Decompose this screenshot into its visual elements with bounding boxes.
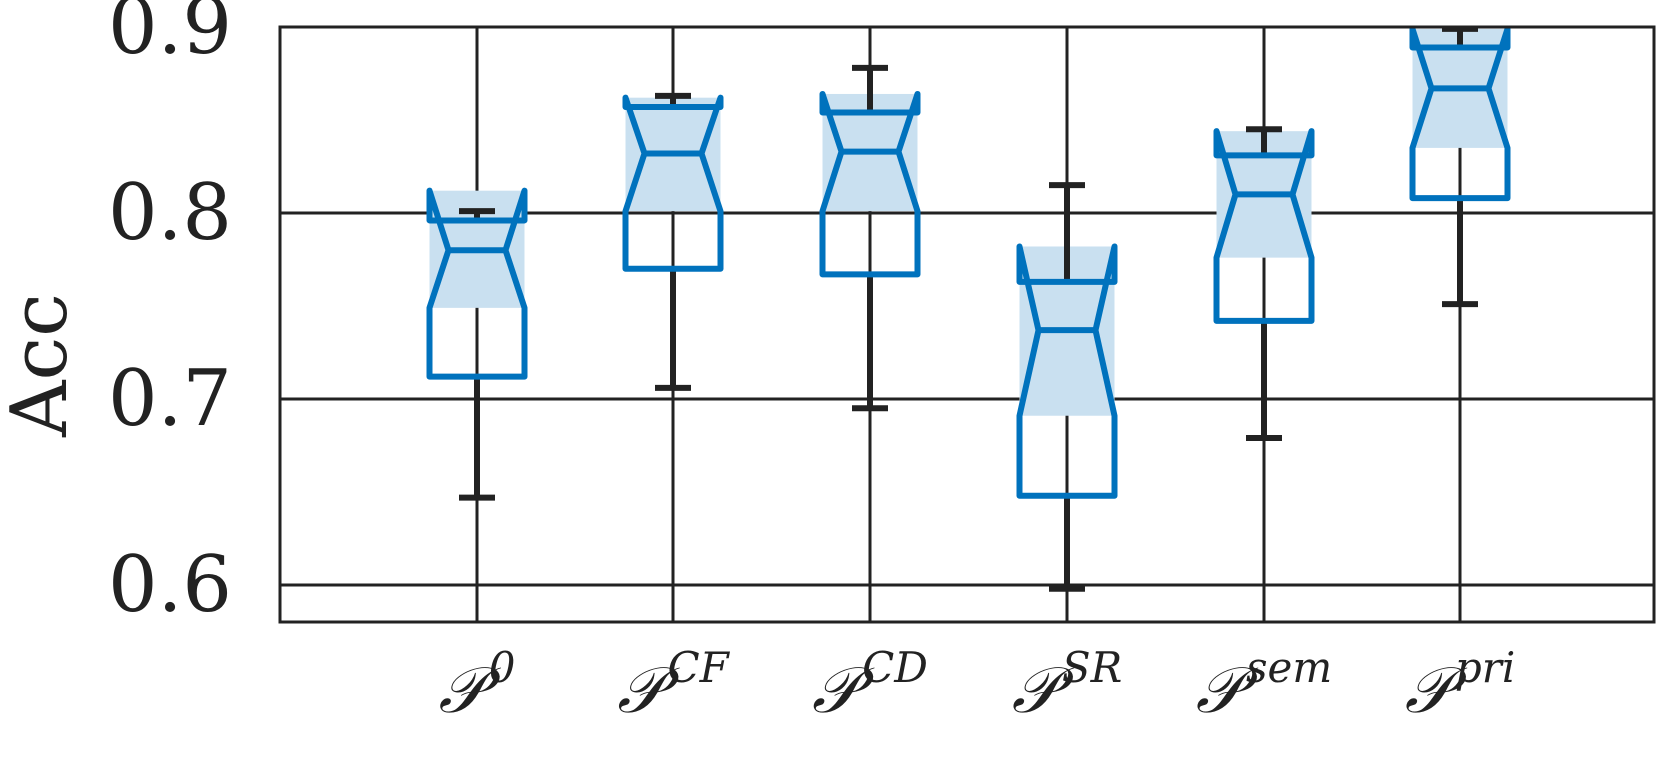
box-5 <box>1409 25 1511 308</box>
box-series <box>426 25 1511 592</box>
y-tick-label: 0.8 <box>108 168 232 258</box>
box-outline <box>622 94 724 272</box>
x-tick-label: 𝒫CF <box>617 643 730 728</box>
box-outline <box>1409 25 1511 202</box>
box-outline <box>1213 128 1315 324</box>
box-2 <box>819 64 921 412</box>
box-outline <box>1016 243 1118 499</box>
box-0 <box>426 187 528 501</box>
y-tick-label: 0.7 <box>108 354 232 444</box>
plot-frame <box>278 25 1656 624</box>
box-1 <box>622 92 724 391</box>
box-3 <box>1016 182 1118 592</box>
x-axis-labels: 𝒫0 𝒫CF 𝒫CD 𝒫SR 𝒫sem 𝒫pri <box>439 643 1516 728</box>
x-tick-label: 𝒫0 <box>439 643 516 728</box>
y-tick-label: 0.9 <box>108 0 232 72</box>
y-axis-ticks: 0.6 0.7 0.8 0.9 <box>108 0 232 630</box>
box-outline <box>819 90 921 278</box>
y-tick-label: 0.6 <box>108 540 232 630</box>
x-tick-label: 𝒫CD <box>812 643 928 728</box>
box-outline <box>426 187 528 380</box>
box-4 <box>1213 126 1315 442</box>
x-tick-label: 𝒫SR <box>1012 643 1123 728</box>
x-tick-label: 𝒫sem <box>1196 643 1332 728</box>
y-axis-title: Acc <box>0 293 85 438</box>
x-tick-label: 𝒫pri <box>1405 643 1516 728</box>
